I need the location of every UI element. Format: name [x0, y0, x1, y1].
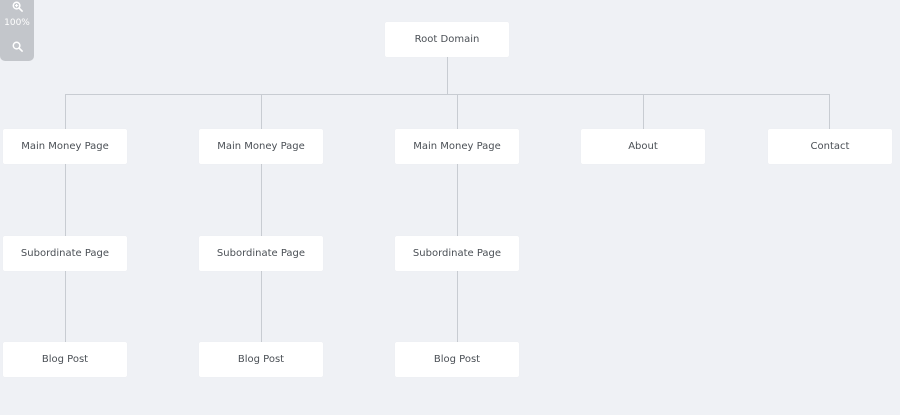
subordinate-page-node-3[interactable]: Subordinate Page — [395, 236, 519, 271]
root-domain-node[interactable]: Root Domain — [385, 22, 509, 57]
main-money-page-node-3[interactable]: Main Money Page — [395, 129, 519, 164]
zoom-controls: 100% — [0, 0, 34, 61]
zoom-level: 100% — [4, 18, 30, 28]
contact-node[interactable]: Contact — [768, 129, 892, 164]
subordinate-page-node-1[interactable]: Subordinate Page — [3, 236, 127, 271]
blog-post-node-1[interactable]: Blog Post — [3, 342, 127, 377]
subordinate-page-node-2[interactable]: Subordinate Page — [199, 236, 323, 271]
zoom-in-icon[interactable] — [0, 0, 34, 14]
blog-post-node-2[interactable]: Blog Post — [199, 342, 323, 377]
main-money-page-node-2[interactable]: Main Money Page — [199, 129, 323, 164]
about-node[interactable]: About — [581, 129, 705, 164]
blog-post-node-3[interactable]: Blog Post — [395, 342, 519, 377]
main-money-page-node-1[interactable]: Main Money Page — [3, 129, 127, 164]
search-icon[interactable] — [0, 38, 34, 54]
